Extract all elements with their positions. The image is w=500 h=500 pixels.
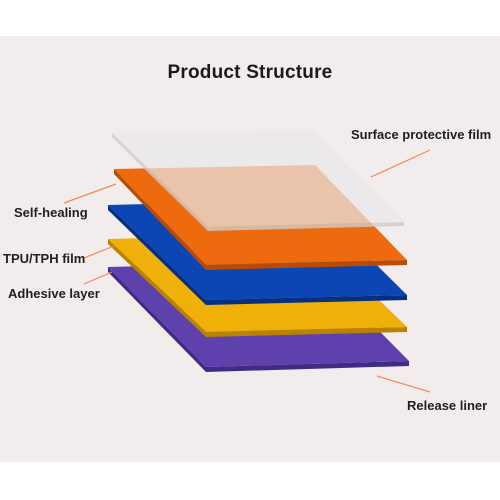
tpu-film-edge	[108, 205, 407, 305]
leader-line-tpu-tph-film	[83, 245, 115, 259]
surface-film-face	[112, 130, 404, 227]
surface-film-edge	[112, 133, 404, 231]
label-release-liner: Release liner	[407, 398, 488, 413]
layer-surface-protective-film	[112, 130, 404, 231]
leader-line-adhesive-layer	[83, 271, 113, 285]
label-self-healing: Self-healing	[14, 205, 88, 220]
leader-line-release-liner	[376, 375, 431, 393]
diagram-title: Product Structure	[167, 62, 333, 83]
release-liner-edge	[108, 267, 409, 372]
label-tpu-tph-film: TPU/TPH film	[3, 251, 86, 266]
adhesive-edge	[108, 239, 407, 337]
label-adhesive-layer: Adhesive layer	[8, 286, 100, 301]
leader-line-self-healing	[63, 183, 117, 204]
label-surface-protective-film: Surface protective film	[351, 127, 492, 142]
leader-line-surface-protective-film	[370, 149, 431, 178]
